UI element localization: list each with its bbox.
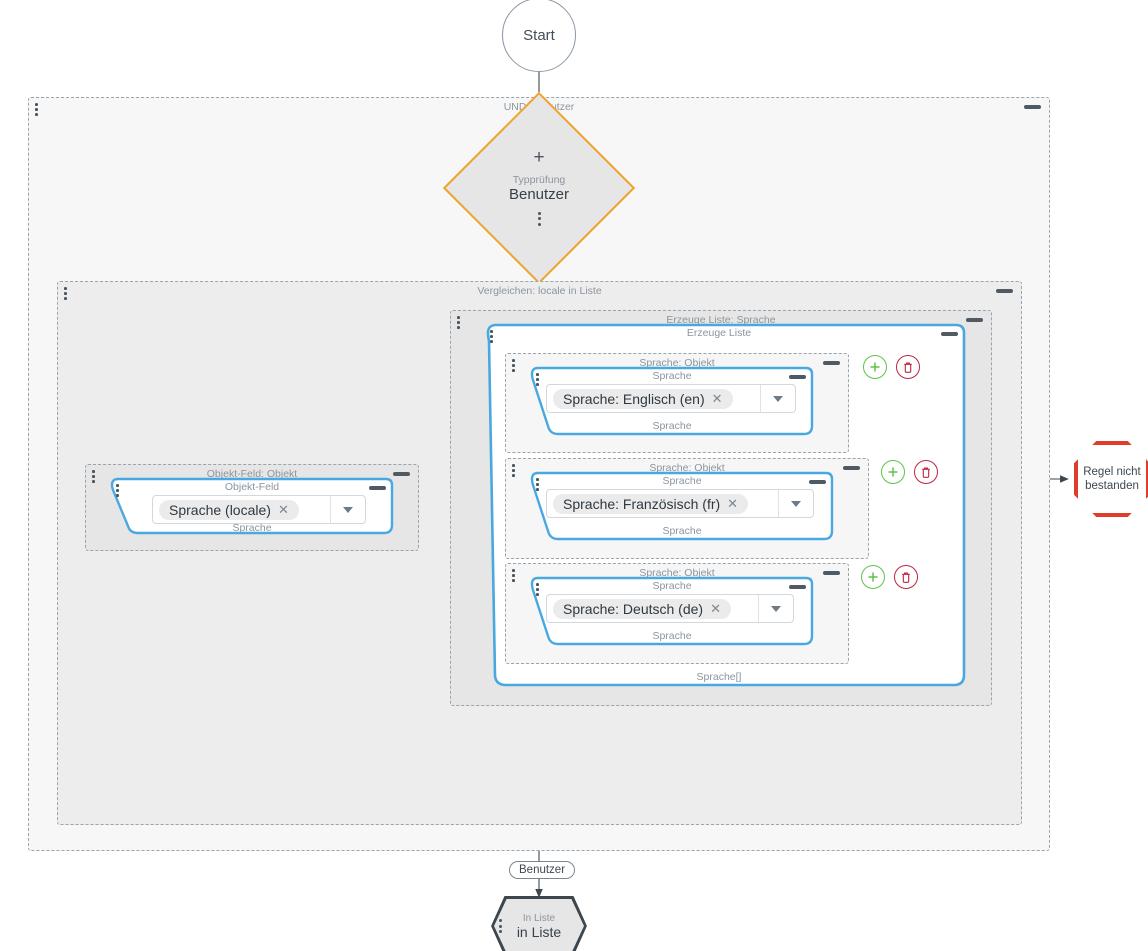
objekt-feld-selected-value: Sprache (locale)	[169, 501, 271, 518]
node-erzeuge-liste-footer: Sprache[]	[696, 671, 742, 683]
collapse-sprache-objekt-button[interactable]	[823, 571, 840, 575]
sprache-select[interactable]: Sprache: Englisch (en) ✕	[546, 384, 796, 413]
collapse-sprache-objekt-button[interactable]	[823, 361, 840, 365]
plus-circle-icon[interactable]	[861, 565, 885, 589]
collapse-sprache-node-button[interactable]	[809, 480, 826, 484]
x-icon[interactable]: ✕	[727, 496, 739, 511]
chevron-down-icon[interactable]	[330, 496, 365, 523]
edge-label-benutzer: Benutzer	[509, 861, 576, 879]
collapse-objekt-feld-button[interactable]	[393, 472, 410, 476]
node-in-liste-title: in Liste	[516, 923, 562, 940]
collapse-erzeuge-liste-button[interactable]	[966, 318, 983, 322]
sprache-selected-value: Sprache: Französisch (fr)	[563, 495, 721, 512]
node-in-liste[interactable]: In Liste in Liste	[491, 896, 587, 951]
drag-handle-icon[interactable]	[512, 359, 515, 372]
collapse-sprache-node-button[interactable]	[789, 585, 806, 589]
drag-handle-icon[interactable]	[536, 373, 539, 386]
objekt-feld-select-body[interactable]: Sprache (locale) ✕	[153, 496, 330, 523]
more-vertical-icon[interactable]	[499, 919, 502, 933]
plus-circle-icon[interactable]	[863, 355, 887, 379]
drag-handle-icon[interactable]	[457, 316, 460, 329]
drag-handle-icon[interactable]	[512, 464, 515, 477]
trash-circle-icon[interactable]	[914, 460, 938, 484]
collapse-objekt-feld-node-button[interactable]	[369, 486, 386, 490]
node-sprache-footer: Sprache	[652, 630, 692, 642]
more-vertical-icon[interactable]	[537, 211, 541, 226]
trash-circle-icon[interactable]	[896, 355, 920, 379]
node-sprache[interactable]: Sprache Sprache: Deutsch (de) ✕ Sprache	[524, 576, 820, 650]
typecheck-subtitle: Typprüfung	[512, 173, 566, 186]
node-sprache-title: Sprache	[662, 475, 702, 487]
node-objekt-feld-footer: Sprache	[232, 522, 272, 534]
start-label: Start	[523, 26, 555, 44]
node-objekt-feld-title: Objekt-Feld	[224, 481, 280, 493]
node-regel-nicht-bestanden-label: Regel nicht bestanden	[1083, 465, 1141, 492]
typecheck-add-icon[interactable]: +	[533, 146, 545, 168]
node-sprache-footer: Sprache	[652, 420, 692, 432]
x-icon[interactable]: ✕	[710, 601, 721, 616]
drag-handle-icon[interactable]	[64, 287, 67, 300]
objekt-feld-selected-tag[interactable]: Sprache (locale) ✕	[159, 499, 299, 520]
x-icon[interactable]: ✕	[711, 391, 723, 406]
node-in-liste-subtitle: In Liste	[522, 912, 556, 924]
node-sprache[interactable]: Sprache Sprache: Englisch (en) ✕ Sprache	[524, 366, 820, 440]
collapse-erzeuge-liste-node-button[interactable]	[941, 332, 958, 336]
chevron-down-icon[interactable]	[760, 385, 795, 412]
sprache-select[interactable]: Sprache: Französisch (fr) ✕	[546, 489, 814, 518]
node-erzeuge-liste-title: Erzeuge Liste	[686, 327, 752, 339]
node-regel-nicht-bestanden[interactable]: Regel nicht bestanden	[1074, 441, 1148, 517]
collapse-sprache-objekt-button[interactable]	[843, 466, 860, 470]
drag-handle-icon[interactable]	[512, 569, 515, 582]
drag-handle-icon[interactable]	[536, 478, 539, 491]
group-vergleichen-title: Vergleichen: locale in Liste	[477, 285, 602, 297]
sprache-select[interactable]: Sprache: Deutsch (de) ✕	[546, 594, 794, 623]
sprache-selected-value: Sprache: Englisch (en)	[563, 390, 705, 407]
sprache-selected-tag[interactable]: Sprache: Französisch (fr) ✕	[553, 493, 749, 514]
collapse-sprache-node-button[interactable]	[789, 375, 806, 379]
collapse-vergleichen-button[interactable]	[996, 289, 1013, 293]
node-sprache-footer: Sprache	[662, 525, 702, 537]
drag-handle-icon[interactable]	[490, 330, 493, 343]
node-sprache-title: Sprache	[652, 580, 692, 592]
plus-circle-icon[interactable]	[881, 460, 905, 484]
sprache-select-body[interactable]: Sprache: Englisch (en) ✕	[547, 385, 760, 412]
sprache-select-body[interactable]: Sprache: Deutsch (de) ✕	[547, 595, 758, 622]
x-icon[interactable]: ✕	[277, 502, 289, 517]
typecheck-node[interactable]: + Typprüfung Benutzer	[442, 91, 636, 285]
collapse-und-benutzer-button[interactable]	[1024, 105, 1041, 109]
drag-handle-icon[interactable]	[536, 583, 539, 596]
drag-handle-icon[interactable]	[35, 103, 38, 116]
sprache-selected-tag[interactable]: Sprache: Deutsch (de) ✕	[553, 598, 731, 619]
typecheck-title: Benutzer	[508, 185, 570, 203]
node-sprache[interactable]: Sprache Sprache: Französisch (fr) ✕ Spra…	[524, 471, 840, 545]
start-node[interactable]: Start	[502, 0, 576, 72]
node-sprache-title: Sprache	[652, 370, 692, 382]
sprache-select-body[interactable]: Sprache: Französisch (fr) ✕	[547, 490, 778, 517]
objekt-feld-select[interactable]: Sprache (locale) ✕	[152, 495, 366, 524]
drag-handle-icon[interactable]	[92, 470, 95, 483]
sprache-selected-value: Sprache: Deutsch (de)	[563, 600, 704, 617]
chevron-down-icon[interactable]	[778, 490, 813, 517]
drag-handle-icon[interactable]	[116, 484, 119, 497]
trash-circle-icon[interactable]	[894, 565, 918, 589]
sprache-selected-tag[interactable]: Sprache: Englisch (en) ✕	[553, 388, 733, 409]
chevron-down-icon[interactable]	[758, 595, 793, 622]
node-objekt-feld[interactable]: Objekt-Feld Sprache (locale) ✕ Sprache	[104, 477, 400, 539]
